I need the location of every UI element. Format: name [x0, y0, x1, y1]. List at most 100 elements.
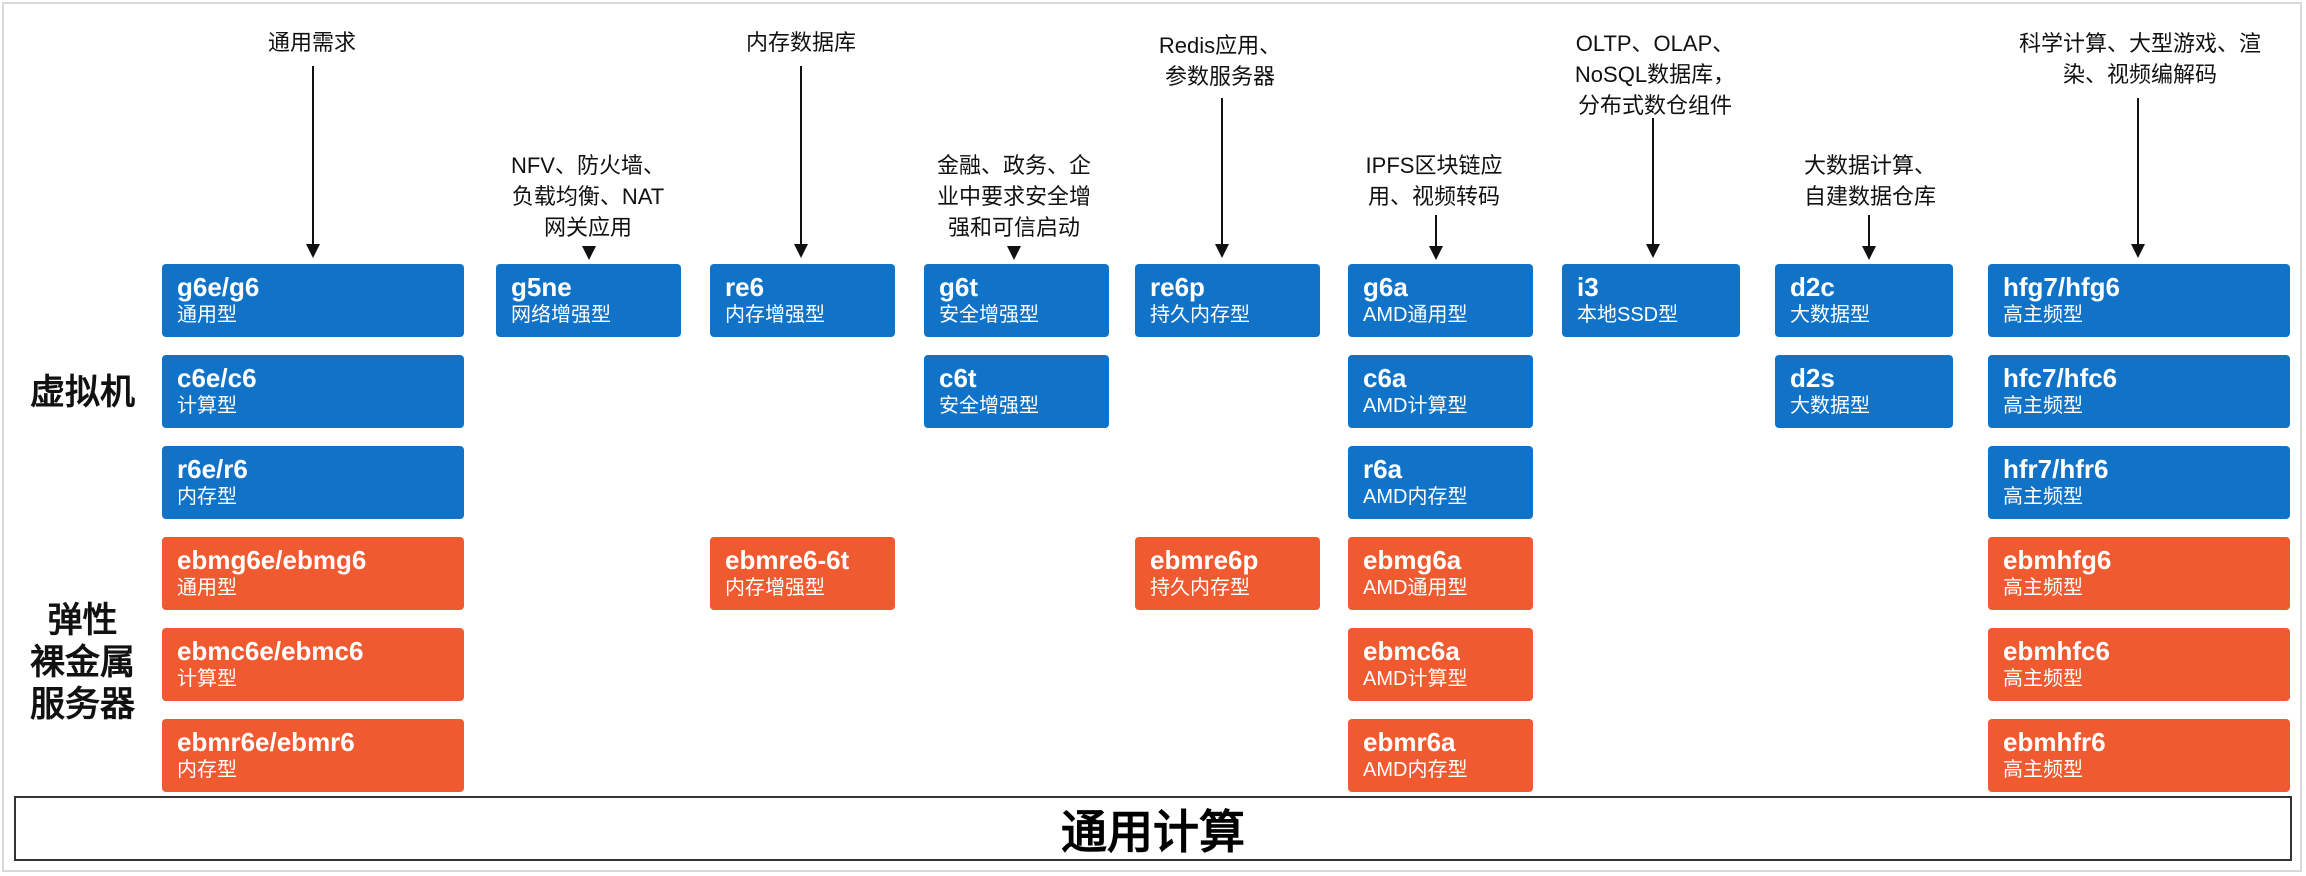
- arrow: [1429, 215, 1443, 260]
- instance-name: g6a: [1363, 272, 1408, 302]
- column-label: Redis应用、 参数服务器: [1158, 33, 1282, 89]
- instance-name: ebmg6e/ebmg6: [177, 545, 367, 575]
- instance-name: ebmr6e/ebmr6: [177, 727, 355, 757]
- instance-type: 计算型: [177, 668, 237, 690]
- instance-type: 大数据型: [1790, 304, 1870, 326]
- instance-name: hfr7/hfr6: [2003, 454, 2109, 484]
- instance-name: d2s: [1790, 363, 1835, 393]
- instance-type: 网络增强型: [511, 304, 611, 326]
- instance-type: 高主频型: [2003, 759, 2083, 781]
- instance-name: c6t: [939, 363, 977, 393]
- instance-name: g6e/g6: [177, 272, 260, 302]
- arrow: [1646, 118, 1660, 258]
- arrow: [582, 246, 596, 260]
- instance-type: AMD内存型: [1363, 759, 1468, 781]
- instance-type: 计算型: [177, 395, 237, 417]
- column-label: 通用需求: [267, 30, 356, 55]
- column-label: 科学计算、大型游戏、渲 染、视频编解码: [2018, 31, 2261, 87]
- instance-name: ebmre6p: [1150, 545, 1259, 575]
- instance-name: hfc7/hfc6: [2003, 363, 2118, 393]
- instance-name: c6a: [1363, 363, 1407, 393]
- instance-type: 内存型: [177, 759, 237, 781]
- instance-type: 持久内存型: [1150, 577, 1250, 599]
- instance-type: 安全增强型: [939, 304, 1039, 326]
- row-label-baremetal: 弹性 裸金属 服务器: [29, 601, 135, 724]
- instance-name: ebmg6a: [1363, 545, 1462, 575]
- instance-name: re6: [725, 272, 765, 302]
- arrow: [2131, 98, 2145, 258]
- instance-type: 持久内存型: [1150, 304, 1250, 326]
- arrow: [1215, 98, 1229, 258]
- row-label-vm: 虚拟机: [29, 373, 135, 412]
- instance-type: 内存增强型: [725, 577, 825, 599]
- category-label: 通用计算: [1061, 805, 1245, 858]
- instance-name: d2c: [1790, 272, 1835, 302]
- instance-type: 高主频型: [2003, 577, 2083, 599]
- arrow: [1862, 215, 1876, 260]
- instance-name: ebmre6-6t: [725, 545, 850, 575]
- instance-name: re6p: [1150, 272, 1205, 302]
- column-label: NFV、防火墙、 负载均衡、NAT 网关应用: [510, 153, 665, 240]
- arrow: [1007, 246, 1021, 260]
- column-label: 金融、政务、企 业中要求安全增 强和可信启动: [936, 153, 1091, 240]
- instance-name: ebmhfc6: [2003, 636, 2110, 666]
- instance-type: 高主频型: [2003, 668, 2083, 690]
- instance-type: 内存型: [177, 486, 237, 508]
- instance-name: g6t: [939, 272, 978, 302]
- arrow: [306, 66, 320, 258]
- instance-type: 高主频型: [2003, 304, 2083, 326]
- instance-type: 高主频型: [2003, 486, 2083, 508]
- instance-type: 本地SSD型: [1577, 304, 1679, 326]
- instance-name: i3: [1577, 272, 1599, 302]
- instance-type: AMD通用型: [1363, 577, 1468, 599]
- instance-type: 通用型: [177, 304, 237, 326]
- instance-type: AMD计算型: [1363, 668, 1468, 690]
- instance-name: ebmc6a: [1363, 636, 1460, 666]
- column-label: 大数据计算、 自建数据仓库: [1803, 153, 1936, 209]
- instance-type: 内存增强型: [725, 304, 825, 326]
- instance-type: 大数据型: [1790, 395, 1870, 417]
- column-label: 内存数据库: [745, 30, 856, 55]
- instance-name: r6e/r6: [177, 454, 248, 484]
- arrow: [794, 66, 808, 258]
- instance-name: g5ne: [511, 272, 572, 302]
- instance-type: AMD计算型: [1363, 395, 1468, 417]
- instance-name: hfg7/hfg6: [2003, 272, 2120, 302]
- instance-type: 通用型: [177, 577, 237, 599]
- instance-name: ebmr6a: [1363, 727, 1456, 757]
- instance-type: 高主频型: [2003, 395, 2083, 417]
- column-label: IPFS区块链应 用、视频转码: [1365, 153, 1503, 209]
- column-label: OLTP、OLAP、 NoSQL数据库， 分布式数仓组件: [1574, 31, 1736, 118]
- instance-type: 安全增强型: [939, 395, 1039, 417]
- instance-type: AMD内存型: [1363, 486, 1468, 508]
- instance-name: r6a: [1363, 454, 1403, 484]
- instance-name: ebmc6e/ebmc6: [177, 636, 364, 666]
